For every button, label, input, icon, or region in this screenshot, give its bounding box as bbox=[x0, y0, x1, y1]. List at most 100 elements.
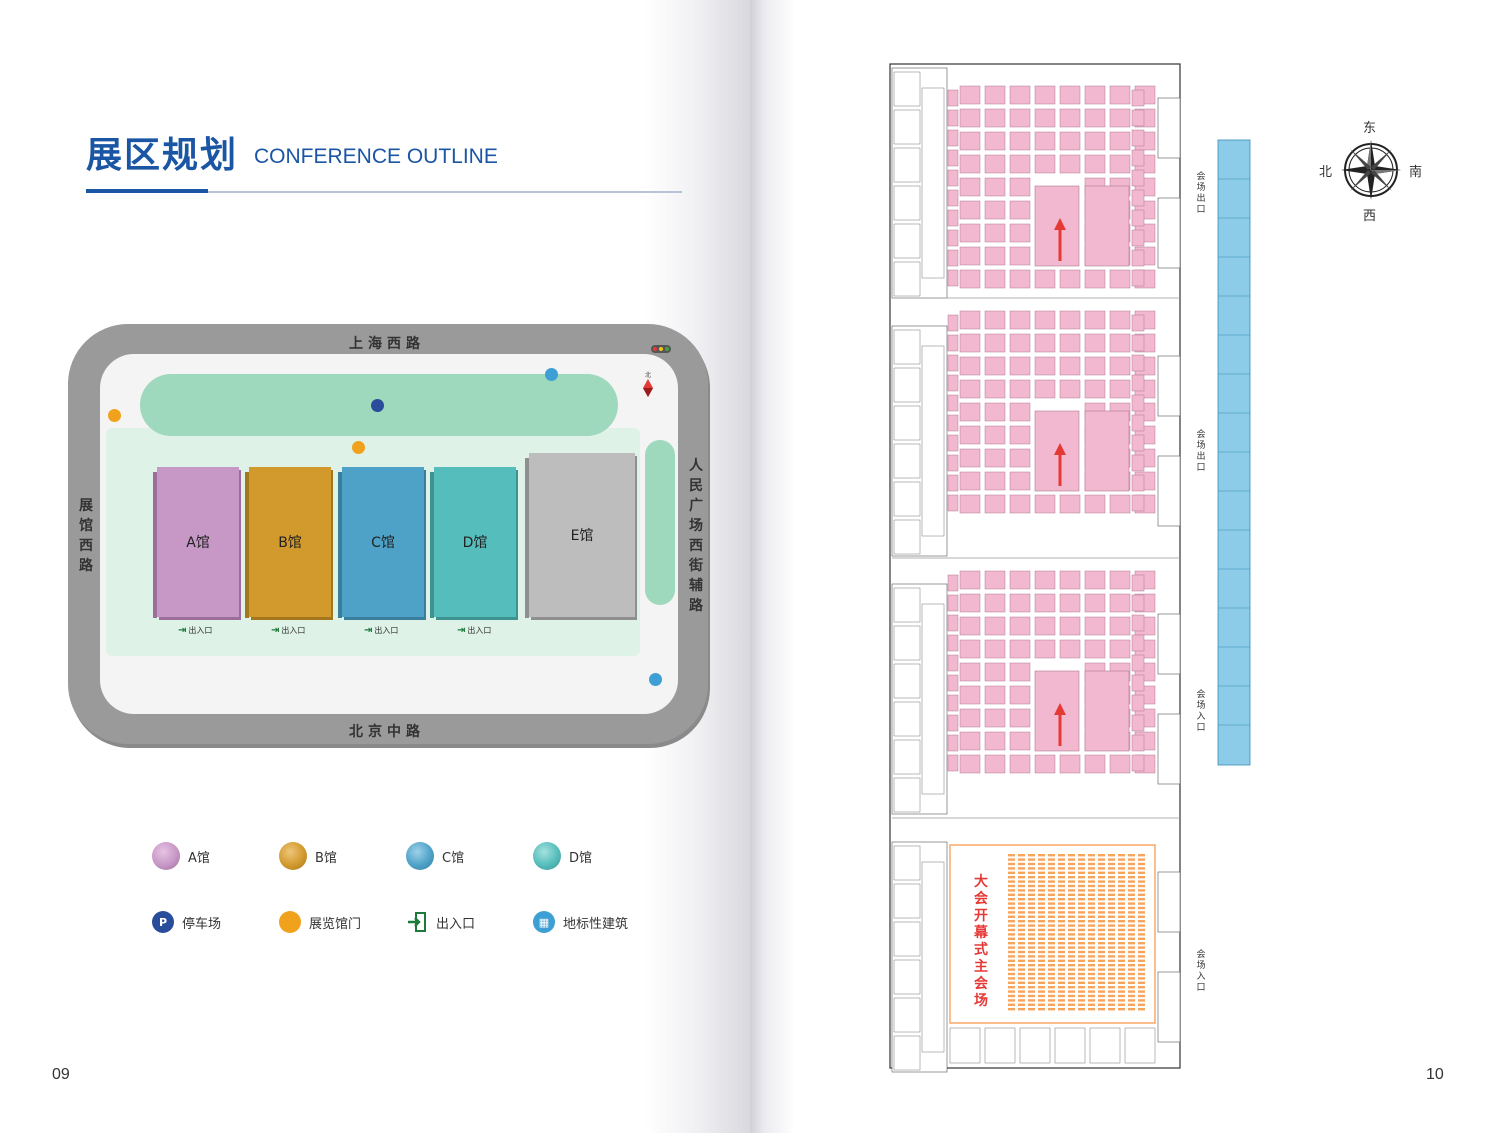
venue-seat bbox=[1078, 876, 1085, 879]
venue-seat bbox=[1048, 999, 1055, 1002]
venue-seat bbox=[1118, 986, 1125, 989]
venue-seat bbox=[1048, 871, 1055, 874]
booth bbox=[1009, 154, 1031, 174]
venue-seat bbox=[1068, 955, 1075, 958]
landmark-icon[interactable] bbox=[649, 673, 662, 686]
venue-seat bbox=[1028, 968, 1035, 971]
venue-seat bbox=[1078, 999, 1085, 1002]
venue-seat bbox=[1028, 990, 1035, 993]
venue-seat bbox=[1008, 950, 1015, 954]
page-title: 展区规划 bbox=[86, 135, 239, 176]
venue-seat bbox=[1118, 994, 1125, 998]
venue-seat bbox=[1128, 876, 1135, 879]
traffic-light-icon bbox=[651, 345, 671, 353]
venue-seat bbox=[1108, 915, 1115, 918]
venue-seat bbox=[1048, 977, 1055, 980]
service-room bbox=[893, 185, 921, 221]
venue-seat bbox=[1058, 986, 1065, 989]
booth bbox=[984, 754, 1006, 774]
road-bottom: 北京中路 bbox=[349, 724, 425, 740]
hall-d-exit[interactable]: ⇥出入口 bbox=[457, 625, 492, 636]
booth bbox=[1059, 616, 1081, 636]
gate-icon[interactable] bbox=[108, 409, 121, 422]
venue-seat bbox=[1138, 937, 1145, 940]
venue-seat bbox=[1008, 889, 1015, 892]
venue-seat bbox=[1048, 981, 1055, 984]
page-number-left: 09 bbox=[52, 1066, 70, 1083]
service-room bbox=[893, 1035, 921, 1071]
legend-hall-b: B馆 bbox=[279, 842, 337, 870]
venue-seat bbox=[1058, 1003, 1065, 1006]
booth bbox=[959, 246, 981, 266]
venue-seat bbox=[1088, 968, 1095, 971]
service-room bbox=[891, 583, 948, 815]
venue-seat bbox=[1088, 884, 1095, 888]
venue-seat bbox=[1048, 1003, 1055, 1006]
venue-seat bbox=[1068, 981, 1075, 984]
landmark-icon[interactable] bbox=[545, 368, 558, 381]
venue-seat bbox=[1108, 994, 1115, 998]
venue-seat bbox=[1128, 871, 1135, 874]
venue-seat bbox=[1028, 862, 1035, 866]
venue-seat bbox=[1138, 1003, 1145, 1006]
booth bbox=[1084, 639, 1106, 659]
service-room bbox=[893, 883, 921, 919]
venue-seat bbox=[1098, 1008, 1105, 1011]
booth bbox=[959, 639, 981, 659]
venue-seat bbox=[1058, 924, 1065, 927]
venue-seat bbox=[1028, 933, 1035, 936]
venue-seat bbox=[1068, 928, 1075, 932]
venue-seat bbox=[1008, 968, 1015, 971]
hall-b-exit[interactable]: ⇥出入口 bbox=[271, 625, 306, 636]
booth bbox=[1084, 85, 1106, 105]
venue-seat bbox=[1138, 977, 1145, 980]
venue-seat bbox=[1028, 972, 1035, 976]
gate-icon[interactable] bbox=[352, 441, 365, 454]
venue-seat bbox=[1108, 862, 1115, 866]
stair-block bbox=[921, 861, 945, 1053]
booth bbox=[1009, 131, 1031, 151]
booth bbox=[1109, 379, 1131, 399]
venue-seat bbox=[1028, 915, 1035, 918]
service-room bbox=[893, 777, 921, 813]
booth bbox=[1009, 333, 1031, 353]
booth bbox=[959, 685, 981, 705]
venue-seat bbox=[1008, 933, 1015, 936]
venue-seat bbox=[1128, 999, 1135, 1002]
venue-seat bbox=[1088, 937, 1095, 940]
venue-seat bbox=[1078, 906, 1085, 910]
venue-seat bbox=[1058, 889, 1065, 892]
venue-seat bbox=[1028, 884, 1035, 888]
venue-seat bbox=[1098, 950, 1105, 954]
hall-c-swatch bbox=[406, 842, 434, 870]
venue-seat bbox=[1138, 959, 1145, 962]
hall-d-block: D馆 bbox=[434, 467, 516, 617]
parking-icon[interactable] bbox=[371, 399, 384, 412]
venue-seat bbox=[1048, 893, 1055, 896]
venue-seat bbox=[1018, 994, 1025, 998]
venue-seat bbox=[1038, 994, 1045, 998]
floor-plan bbox=[889, 63, 1251, 1073]
hall-a-exit[interactable]: ⇥出入口 bbox=[178, 625, 213, 636]
venue-seat bbox=[1018, 959, 1025, 962]
booth bbox=[1131, 334, 1145, 352]
venue-seat bbox=[1128, 911, 1135, 914]
venue-seat bbox=[1088, 999, 1095, 1002]
venue-seat bbox=[1118, 990, 1125, 993]
venue-seat bbox=[1108, 898, 1115, 901]
venue-seat bbox=[1058, 915, 1065, 918]
venue-seat bbox=[1138, 893, 1145, 896]
venue-seat bbox=[1078, 986, 1085, 989]
venue-seat bbox=[1048, 928, 1055, 932]
booth bbox=[947, 434, 959, 452]
venue-exit-label-1: 会场出口 bbox=[1196, 172, 1206, 215]
hall-c-exit[interactable]: ⇥出入口 bbox=[364, 625, 399, 636]
venue-seat bbox=[1068, 994, 1075, 998]
venue-seat bbox=[1008, 911, 1015, 914]
service-room bbox=[1089, 1027, 1121, 1064]
venue-seat bbox=[1008, 942, 1015, 945]
venue-seat bbox=[1128, 915, 1135, 918]
venue-seat bbox=[1098, 915, 1105, 918]
venue-seat bbox=[1028, 876, 1035, 879]
venue-seat bbox=[1118, 871, 1125, 874]
